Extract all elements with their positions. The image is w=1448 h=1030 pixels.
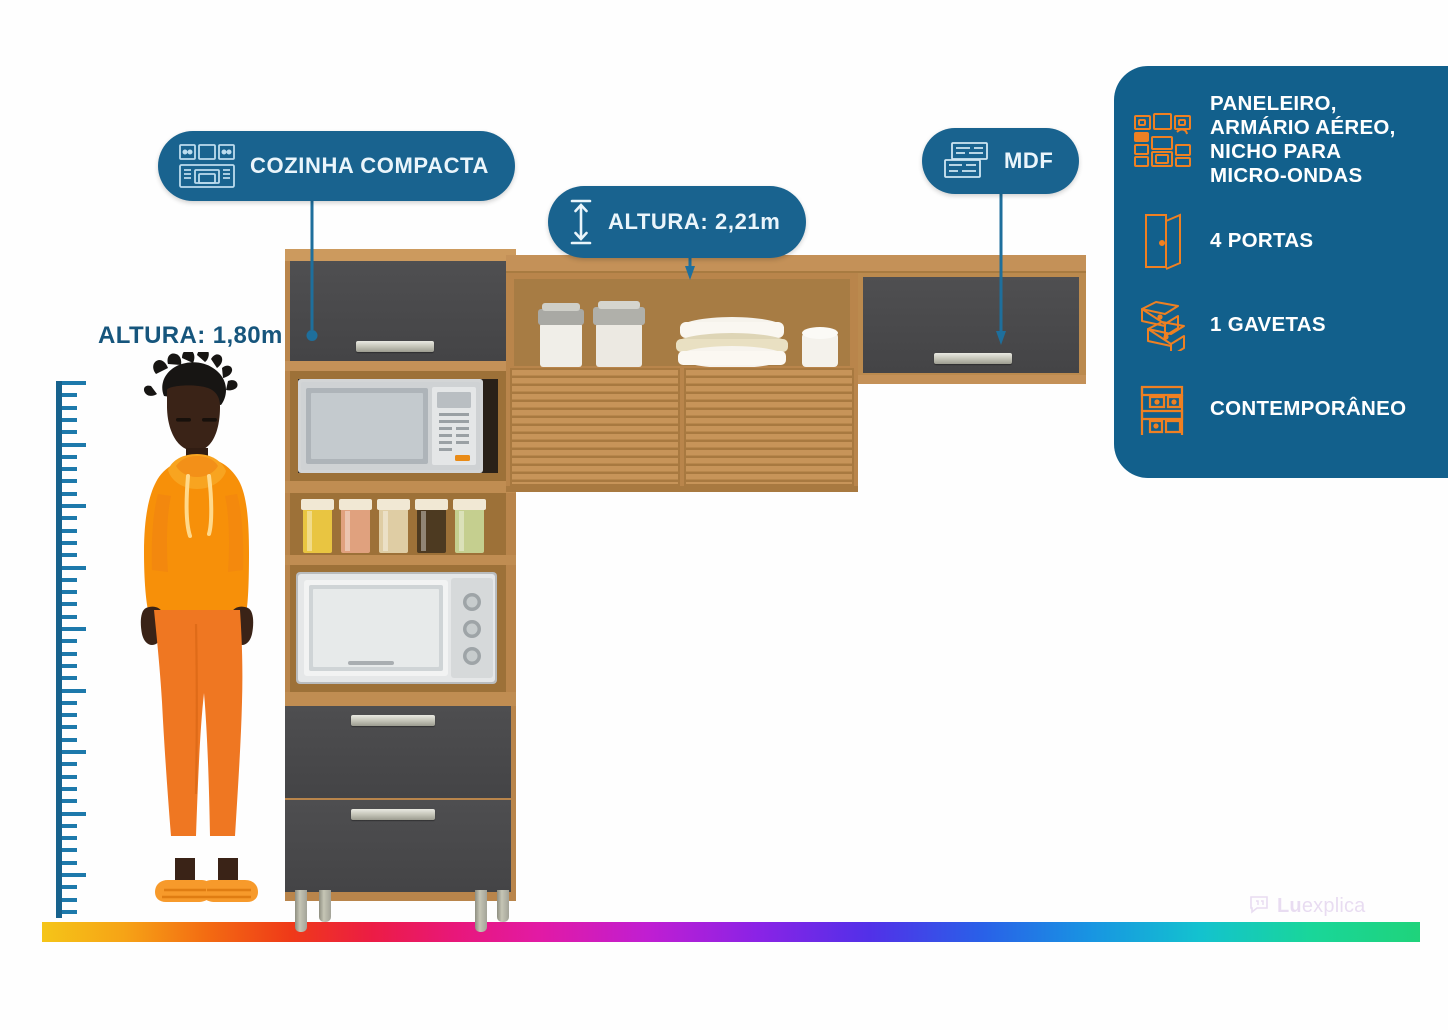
leader-line-mdf [995,185,1007,353]
badge-label: ALTURA: 2,21m [608,209,781,234]
feature-panel: PANELEIRO, ARMÁRIO AÉREO, NICHO PARA MIC… [1114,66,1448,478]
ruler-tick [62,762,77,767]
ruler-tick [62,737,77,742]
ruler-tick [62,602,77,607]
ruler-tick [62,467,77,472]
ruler-tick [62,381,86,385]
ruler-tick [62,848,77,853]
door-handle [351,715,435,726]
ruler-tick [62,553,77,558]
ruler-tick [62,651,77,656]
feature-label: 4 PORTAS [1210,228,1314,252]
ruler-tick [62,700,77,705]
ruler-tick [62,836,77,841]
ruler-tick [62,516,77,521]
ruler-tick [62,614,77,619]
watermark-text: Luexplica [1277,895,1366,917]
badge-altura-movel[interactable]: ALTURA: 2,21m [548,186,807,258]
spice-jars [301,499,486,553]
feature-gavetas: 1 GAVETAS [1132,294,1432,356]
ruler-tick [62,417,77,422]
ruler-tick [62,528,77,533]
microwave-appliance-upper [298,379,483,473]
drawers-icon [1132,294,1194,356]
chat-bubble-logo [1248,893,1270,920]
cabinet-leg [497,890,509,922]
rainbow-divider-bar [42,922,1420,942]
mdf-boards-icon [942,140,990,182]
ruler-tick [62,873,86,877]
height-ruler [56,381,86,918]
ruler-tick [62,688,86,693]
kitchen-set-icon [178,143,236,189]
ruler-tick [62,799,77,804]
ruler-tick [62,774,77,779]
ruler-tick [62,676,77,681]
ruler-tick [62,430,77,435]
door-handle [356,341,434,352]
ruler-tick [62,627,86,631]
ruler-tick [62,577,77,582]
door-handle [934,353,1012,364]
cabinet-leg [475,890,487,932]
microwave-oven-appliance [296,572,497,684]
leader-line-cozinha [306,188,318,341]
person-height-label: ALTURA: 1,80m [98,322,283,349]
feature-label: PANELEIRO, ARMÁRIO AÉREO, NICHO PARA MIC… [1210,92,1396,187]
ruler-tick [62,504,86,508]
person-figure [140,352,258,902]
ruler-tick [62,663,77,668]
door-handle [351,809,435,820]
feature-composicao: PANELEIRO, ARMÁRIO AÉREO, NICHO PARA MIC… [1132,92,1432,188]
cabinet-leg [319,890,331,922]
ruler-tick [62,405,77,410]
ruler-tick [62,725,77,730]
ruler-tick [62,885,77,890]
cabinet-leg [295,890,307,932]
tall-cabinet-tower [285,249,516,932]
ruler-tick [62,860,77,865]
door-icon [1132,210,1194,272]
ruler-tick [62,786,77,791]
badge-label: MDF [1004,148,1054,173]
feature-label: CONTEMPORÂNEO [1210,396,1407,420]
ruler-tick [62,540,77,545]
cabinet-composition-icon [1132,109,1194,171]
ruler-tick [62,713,77,718]
feature-portas: 4 PORTAS [1132,210,1432,272]
ruler-tick [62,442,86,447]
ruler-tick [62,811,86,816]
ruler-tick [62,897,77,902]
ruler-spine [56,381,62,918]
furniture-style-icon [1132,378,1194,440]
ruler-tick [62,823,77,828]
ruler-tick [62,393,77,398]
ruler-tick [62,590,77,595]
ruler-tick [62,639,77,644]
height-arrow-icon [568,198,594,246]
badge-label: COZINHA COMPACTA [250,153,489,178]
badge-cozinha-compacta[interactable]: COZINHA COMPACTA [158,131,515,201]
wall-louver-door-1 [510,368,680,486]
ruler-tick [62,491,77,496]
ruler-tick [62,750,86,754]
feature-estilo: CONTEMPORÂNEO [1132,378,1432,440]
wall-louver-door-2 [684,368,854,486]
shelf-items [538,301,838,367]
ruler-tick [62,454,77,459]
ruler-tick [62,565,86,570]
ruler-tick [62,479,77,484]
badge-mdf[interactable]: MDF [922,128,1080,194]
watermark: Luexplica [1248,893,1366,920]
ruler-tick [62,909,77,914]
wall-cabinet-unit [506,255,1086,492]
feature-label: 1 GAVETAS [1210,312,1326,336]
